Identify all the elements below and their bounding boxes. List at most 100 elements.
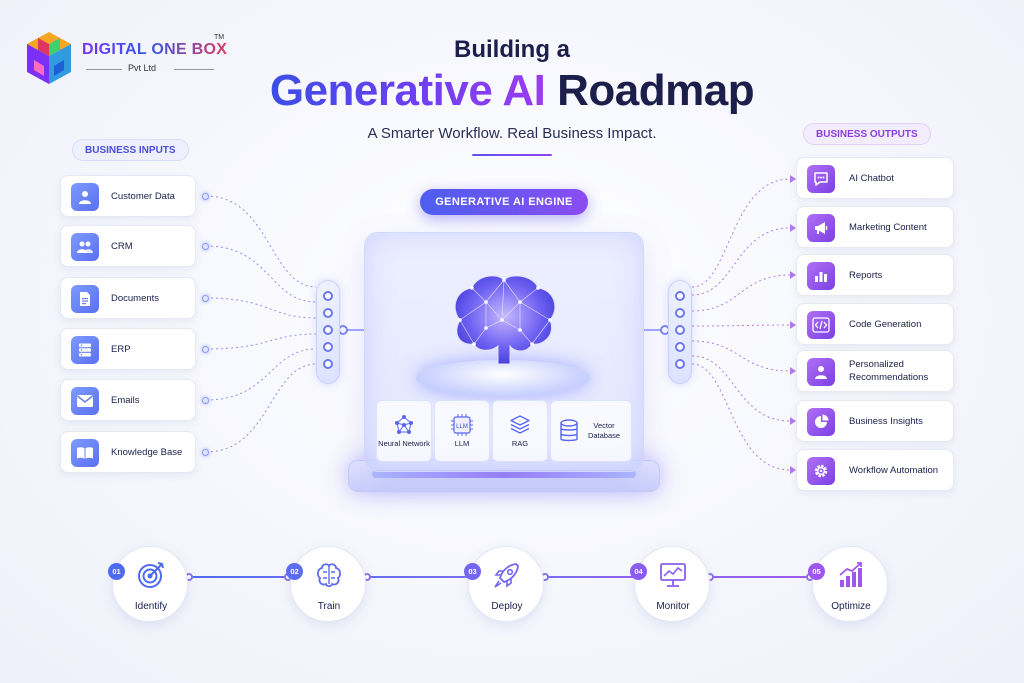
input-label: ERP bbox=[111, 343, 131, 355]
divider bbox=[86, 69, 122, 70]
module-label: LLM bbox=[454, 438, 470, 448]
target-icon bbox=[138, 562, 164, 588]
input-card-emails[interactable]: Emails bbox=[60, 379, 196, 421]
step-label: Deploy bbox=[491, 601, 523, 612]
growth-chart-icon bbox=[839, 562, 862, 587]
input-label: Knowledge Base bbox=[111, 446, 183, 458]
output-card-code-generation[interactable]: Code Generation bbox=[796, 303, 954, 345]
input-card-documents[interactable]: Documents bbox=[60, 277, 196, 319]
output-label: AI Chatbot bbox=[849, 172, 894, 184]
server-icon bbox=[71, 336, 99, 364]
output-card-personalized-recommendations[interactable]: Personalized Recommendations bbox=[796, 350, 954, 392]
output-card-workflow-automation[interactable]: Workflow Automation bbox=[796, 449, 954, 491]
step-label: Optimize bbox=[831, 601, 871, 612]
chip-text: LLM bbox=[456, 424, 468, 430]
input-label: Documents bbox=[111, 292, 160, 304]
step-connector bbox=[710, 576, 812, 578]
step-monitor[interactable]: 04 Monitor bbox=[630, 546, 710, 622]
database-icon bbox=[560, 419, 578, 442]
layers-icon bbox=[510, 414, 530, 434]
gear-icon bbox=[807, 457, 835, 485]
page-subtitle: A Smarter Workflow. Real Business Impact… bbox=[367, 125, 657, 142]
subtitle-underline bbox=[472, 154, 552, 156]
chat-icon bbox=[807, 165, 835, 193]
page-title: Generative AI Roadmap bbox=[0, 66, 1024, 116]
step-number: 04 bbox=[630, 563, 647, 580]
divider bbox=[174, 69, 214, 70]
step-connector bbox=[544, 576, 634, 578]
input-card-knowledge-base[interactable]: Knowledge Base bbox=[60, 431, 196, 473]
connector-dot bbox=[202, 295, 209, 302]
logo-subtitle: Pvt Ltd bbox=[128, 63, 157, 73]
business-outputs-label: BUSINESS OUTPUTS bbox=[803, 123, 931, 145]
bar-chart-icon bbox=[807, 262, 835, 290]
input-card-erp[interactable]: ERP bbox=[60, 328, 196, 370]
module-vector-database: Vector Database bbox=[550, 400, 632, 462]
input-label: Customer Data bbox=[111, 190, 175, 202]
brain-icon bbox=[317, 563, 341, 588]
step-optimize[interactable]: 05 Optimize bbox=[808, 546, 888, 622]
pie-chart-icon bbox=[807, 408, 835, 436]
connector-dot bbox=[202, 397, 209, 404]
input-card-customer-data[interactable]: Customer Data bbox=[60, 175, 196, 217]
engine-base-glow bbox=[372, 470, 636, 478]
step-number: 03 bbox=[464, 563, 481, 580]
users-icon bbox=[71, 233, 99, 261]
module-llm: LLM LLM bbox=[434, 400, 490, 462]
output-card-business-insights[interactable]: Business Insights bbox=[796, 400, 954, 442]
title-highlight: Generative AI bbox=[269, 66, 546, 115]
output-card-marketing-content[interactable]: Marketing Content bbox=[796, 206, 954, 248]
input-label: Emails bbox=[111, 394, 140, 406]
neural-network-icon bbox=[395, 414, 413, 434]
output-card-ai-chatbot[interactable]: AI Chatbot bbox=[796, 157, 954, 199]
step-identify[interactable]: 01 Identify bbox=[108, 546, 188, 622]
input-label: CRM bbox=[111, 240, 133, 252]
monitor-icon bbox=[660, 563, 686, 587]
step-label: Identify bbox=[134, 601, 168, 612]
output-label: Personalized Recommendations bbox=[849, 359, 929, 383]
brain-icon bbox=[454, 275, 556, 365]
mail-icon bbox=[71, 387, 99, 415]
brain-pedestal bbox=[416, 360, 590, 396]
header-line1: Building a bbox=[454, 36, 570, 63]
business-inputs-label: BUSINESS INPUTS bbox=[72, 139, 189, 161]
step-connector bbox=[366, 576, 468, 578]
output-hub bbox=[668, 280, 692, 384]
code-icon bbox=[807, 311, 835, 339]
step-deploy[interactable]: 03 Deploy bbox=[464, 546, 544, 622]
output-label: Marketing Content bbox=[849, 221, 927, 233]
document-icon bbox=[71, 285, 99, 313]
step-number: 05 bbox=[808, 563, 825, 580]
step-train[interactable]: 02 Train bbox=[286, 546, 366, 622]
connector-dot bbox=[202, 243, 209, 250]
module-neural-network: Neural Network bbox=[376, 400, 432, 462]
output-label: Business Insights bbox=[849, 415, 923, 427]
input-hub bbox=[316, 280, 340, 384]
connector-dot bbox=[202, 449, 209, 456]
module-label: RAG bbox=[511, 438, 529, 448]
module-label: Neural Network bbox=[378, 438, 430, 448]
chip-icon: LLM bbox=[451, 413, 473, 436]
rocket-icon bbox=[494, 563, 519, 588]
step-connector bbox=[188, 576, 290, 578]
logo: DIGITAL ONE BOX TM Pvt Ltd bbox=[24, 30, 234, 86]
output-label: Reports bbox=[849, 269, 883, 281]
step-number: 02 bbox=[286, 563, 303, 580]
title-rest: Roadmap bbox=[557, 66, 755, 115]
output-label: Code Generation bbox=[849, 318, 922, 330]
logo-trademark: TM bbox=[214, 34, 225, 41]
connector-dot bbox=[202, 346, 209, 353]
module-rag: RAG bbox=[492, 400, 548, 462]
input-card-crm[interactable]: CRM bbox=[60, 225, 196, 267]
step-label: Train bbox=[317, 601, 341, 612]
megaphone-icon bbox=[807, 214, 835, 242]
connector-dot bbox=[202, 193, 209, 200]
output-card-reports[interactable]: Reports bbox=[796, 254, 954, 296]
output-label: Workflow Automation bbox=[849, 464, 939, 476]
logo-name: DIGITAL ONE BOX bbox=[82, 41, 228, 58]
step-label: Monitor bbox=[656, 601, 690, 612]
module-label: Vector Database bbox=[587, 421, 621, 440]
book-icon bbox=[71, 439, 99, 467]
user-icon bbox=[71, 183, 99, 211]
